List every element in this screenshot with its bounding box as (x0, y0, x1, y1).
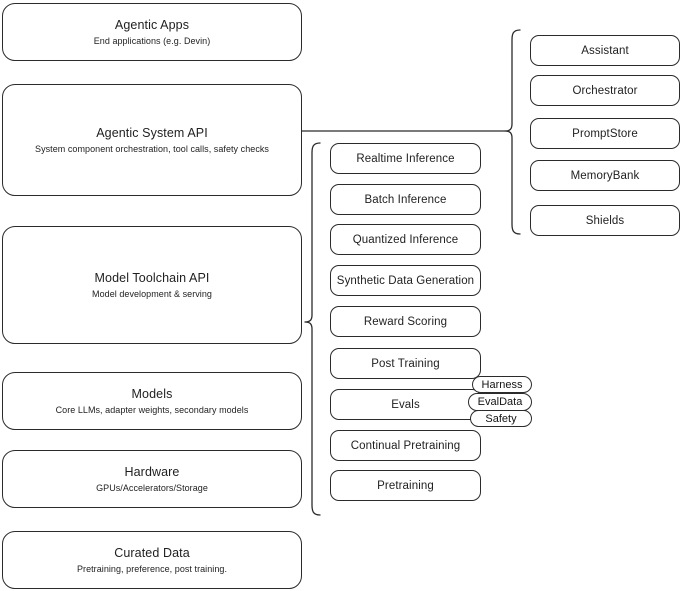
component-shields[interactable]: Shields (530, 205, 680, 236)
stack-layer-curated-data[interactable]: Curated Data Pretraining, preference, po… (2, 531, 302, 589)
capability-pretraining[interactable]: Pretraining (330, 470, 481, 501)
stack-layer-hardware[interactable]: Hardware GPUs/Accelerators/Storage (2, 450, 302, 508)
stack-layer-models[interactable]: Models Core LLMs, adapter weights, secon… (2, 372, 302, 430)
stack-layer-title: Hardware (124, 464, 180, 479)
eval-badge-harness[interactable]: Harness (472, 376, 532, 393)
component-memorybank[interactable]: MemoryBank (530, 160, 680, 191)
capability-reward-scoring[interactable]: Reward Scoring (330, 306, 481, 337)
stack-layer-title: Agentic Apps (114, 17, 190, 32)
component-promptstore[interactable]: PromptStore (530, 118, 680, 149)
stack-layer-title: Model Toolchain API (94, 270, 210, 285)
stack-layer-title: Curated Data (114, 545, 190, 560)
stack-layer-agentic-system-api[interactable]: Agentic System API System component orch… (2, 84, 302, 196)
capability-continual-pretraining[interactable]: Continual Pretraining (330, 430, 481, 461)
stack-layer-subtitle: GPUs/Accelerators/Storage (96, 482, 208, 493)
brace-toolchain-capabilities (304, 142, 321, 516)
capability-quantized-inference[interactable]: Quantized Inference (330, 224, 481, 255)
stack-layer-subtitle: End applications (e.g. Devin) (93, 35, 211, 46)
component-orchestrator[interactable]: Orchestrator (530, 75, 680, 106)
stack-layer-subtitle: Core LLMs, adapter weights, secondary mo… (55, 404, 249, 415)
eval-badge-evaldata[interactable]: EvalData (468, 393, 532, 411)
capability-evals[interactable]: Evals (330, 389, 481, 420)
stack-layer-model-toolchain-api[interactable]: Model Toolchain API Model development & … (2, 226, 302, 344)
capability-synthetic-data-generation[interactable]: Synthetic Data Generation (330, 265, 481, 296)
stack-layer-title: Models (131, 386, 173, 401)
component-assistant[interactable]: Assistant (530, 35, 680, 66)
stack-layer-subtitle: Model development & serving (92, 288, 212, 299)
stack-layer-agentic-apps[interactable]: Agentic Apps End applications (e.g. Devi… (2, 3, 302, 61)
stack-layer-subtitle: Pretraining, preference, post training. (76, 563, 228, 574)
brace-agentic-components (504, 29, 521, 235)
capability-batch-inference[interactable]: Batch Inference (330, 184, 481, 215)
eval-badge-safety[interactable]: Safety (470, 410, 532, 427)
stack-layer-title: Agentic System API (96, 125, 208, 140)
capability-realtime-inference[interactable]: Realtime Inference (330, 143, 481, 174)
capability-post-training[interactable]: Post Training (330, 348, 481, 379)
stack-layer-subtitle: System component orchestration, tool cal… (35, 143, 269, 154)
